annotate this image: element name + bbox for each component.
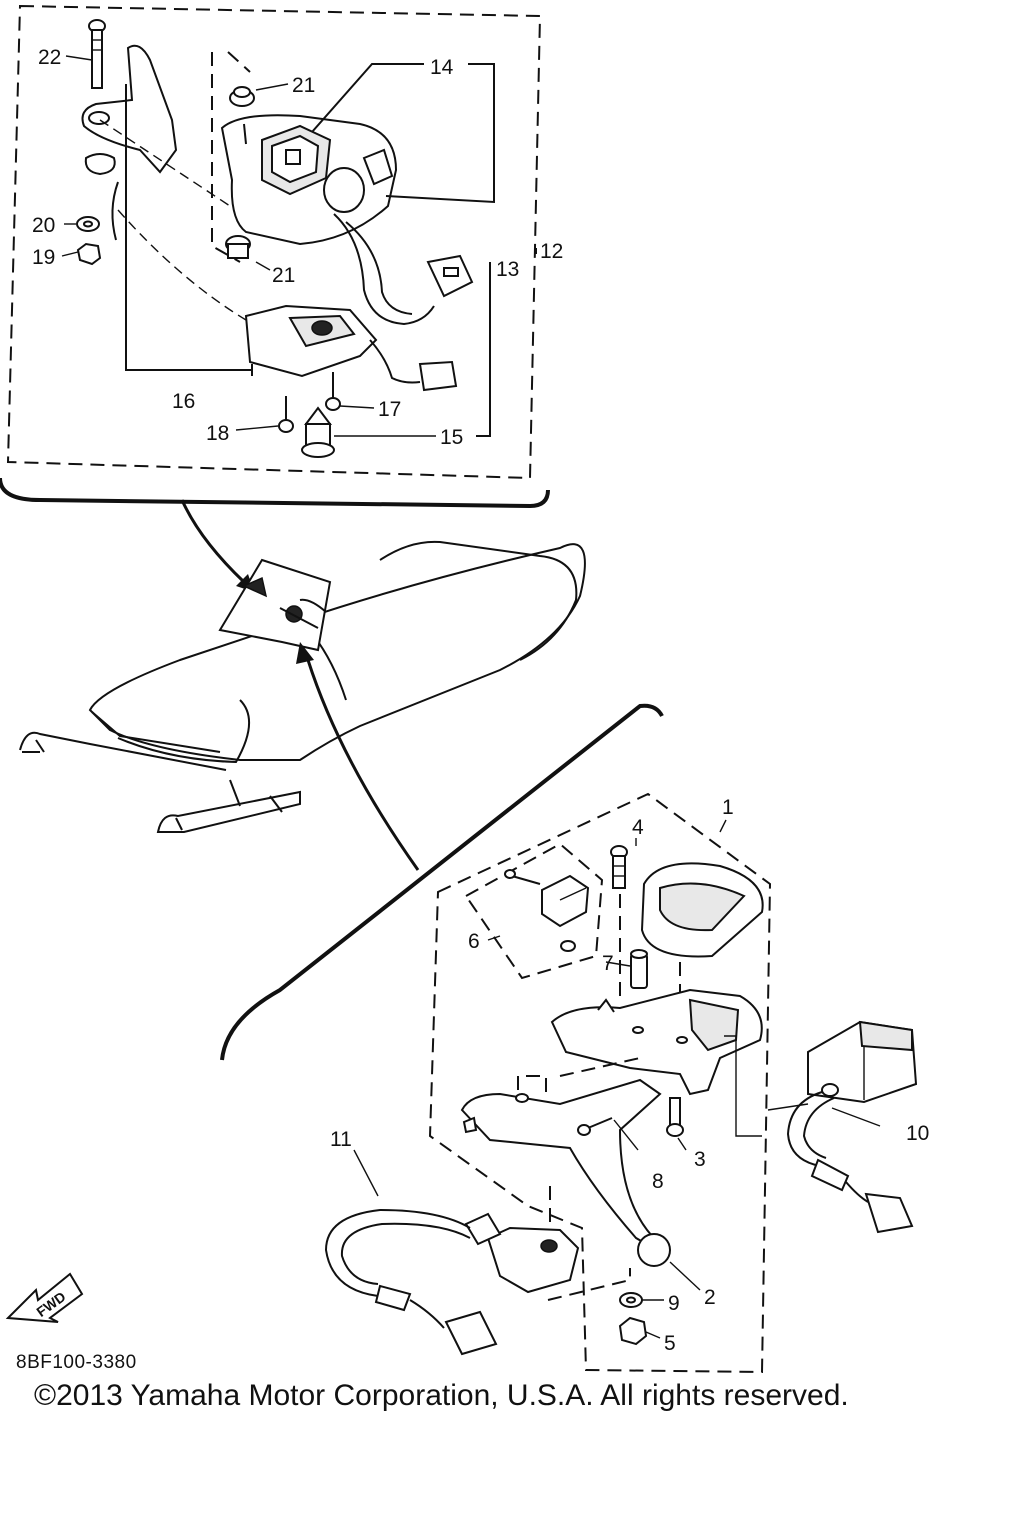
cover-cap — [640, 862, 764, 958]
switch-housing-14 — [220, 114, 474, 326]
screw-8 — [577, 1117, 613, 1136]
diagram-code: 8BF100-3380 — [16, 1352, 137, 1373]
sensor-11 — [324, 1208, 580, 1356]
callout-14: 14 — [430, 56, 454, 79]
bolt-22 — [88, 19, 106, 89]
callout-6: 6 — [468, 930, 480, 953]
callout-1: 1 — [722, 796, 734, 819]
pointer-arrow-bottom — [296, 642, 420, 871]
top-detail-panel: 22 21 14 12 13 20 19 21 16 17 18 15 — [0, 4, 563, 509]
callout-16: 16 — [172, 390, 195, 413]
callout-7: 7 — [602, 952, 614, 975]
callout-21-bottom: 21 — [272, 264, 295, 287]
screw-3 — [666, 1097, 684, 1137]
lever-2 — [460, 1078, 671, 1267]
lower-assembly: 1 4 6 7 10 11 3 8 2 9 5 — [324, 792, 929, 1374]
collar-7 — [630, 949, 648, 989]
callout-12: 12 — [540, 240, 563, 263]
lever-bracket — [550, 988, 763, 1096]
callout-15: 15 — [440, 426, 463, 449]
spring-6 — [560, 940, 576, 952]
forward-arrow: FWD — [5, 1272, 84, 1323]
callout-11: 11 — [330, 1128, 352, 1151]
callout-8: 8 — [652, 1170, 664, 1193]
bolt-15 — [301, 406, 335, 458]
nut-19 — [76, 242, 102, 266]
grommet-21-bottom — [225, 235, 251, 259]
snowmobile-illustration — [19, 540, 586, 833]
screw-17 — [325, 372, 341, 411]
copyright-notice: ©2013 Yamaha Motor Corporation, U.S.A. A… — [34, 1379, 849, 1412]
callout-9: 9 — [668, 1292, 680, 1315]
callout-17: 17 — [378, 398, 401, 421]
bracket — [81, 44, 178, 241]
washer-9 — [619, 1292, 643, 1308]
callout-10: 10 — [906, 1122, 929, 1145]
callout-20: 20 — [32, 214, 55, 237]
callout-22: 22 — [38, 46, 61, 69]
grommet-21-top — [229, 86, 255, 107]
callout-2: 2 — [704, 1286, 716, 1309]
washer-20 — [76, 216, 100, 232]
module-10 — [786, 1020, 918, 1234]
section-divider-curve — [220, 703, 664, 1061]
callout-3: 3 — [694, 1148, 706, 1171]
regulator-16 — [244, 304, 458, 392]
callout-18: 18 — [206, 422, 229, 445]
callout-5: 5 — [664, 1332, 676, 1355]
screw-6 — [504, 869, 541, 885]
switch-block-6 — [541, 874, 590, 928]
nut-5 — [618, 1316, 648, 1346]
screw-18 — [278, 396, 294, 433]
callout-21-top: 21 — [292, 74, 315, 97]
callout-19: 19 — [32, 246, 55, 269]
callout-4: 4 — [632, 816, 644, 839]
callout-13: 13 — [496, 258, 519, 281]
screw-4 — [610, 845, 628, 889]
pointer-arrow-top — [180, 499, 254, 592]
